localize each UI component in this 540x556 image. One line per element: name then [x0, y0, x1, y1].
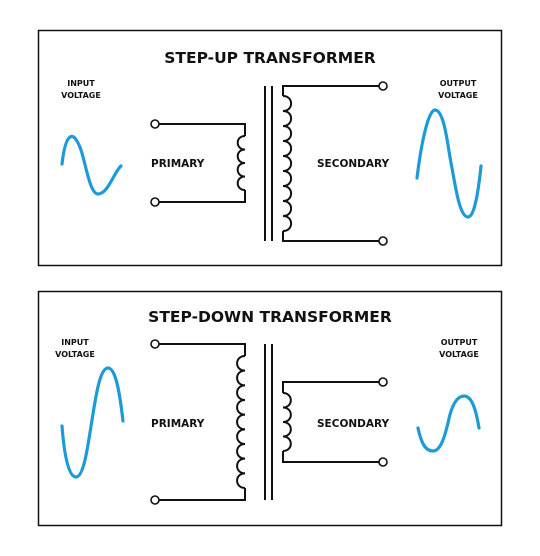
- step-down-secondary-top-lead: [282, 381, 381, 393]
- step-up-input-label-line1: INPUT: [67, 79, 95, 88]
- step-down-title: STEP-DOWN TRANSFORMER: [148, 308, 392, 326]
- step-down-primary-coil: [236, 355, 246, 489]
- step-up-secondary-coil-loop-9: [282, 215, 293, 232]
- step-up-output-label-line2: VOLTAGE: [438, 91, 478, 100]
- step-up-primary-label: PRIMARY: [151, 158, 205, 170]
- step-up-primary-top-lead: [159, 123, 246, 136]
- step-down-output-label-line2: VOLTAGE: [439, 350, 479, 359]
- step-down-secondary-coil-loop-4: [282, 435, 292, 452]
- step-up-secondary-top-lead: [282, 85, 381, 96]
- step-up-frame: [37, 29, 503, 267]
- step-up-primary-terminal-top: [150, 119, 160, 129]
- step-up-output-label-line1: OUTPUT: [440, 79, 477, 88]
- step-up-secondary-label: SECONDARY: [317, 158, 390, 170]
- step-down-primary-terminal-top: [150, 339, 160, 349]
- step-down-output-label-line1: OUTPUT: [441, 338, 478, 347]
- step-up-primary-terminal-bottom: [150, 197, 160, 207]
- step-down-primary-bottom-lead: [159, 488, 246, 501]
- step-up-input-label-line2: VOLTAGE: [61, 91, 101, 100]
- step-up-primary-bottom-lead: [159, 190, 246, 203]
- step-down-primary-coil-loop-9: [236, 472, 246, 489]
- step-down-secondary-bottom-lead: [282, 451, 381, 463]
- step-down-input-label-line1: INPUT: [61, 338, 89, 347]
- step-up-primary-coil: [236, 135, 246, 191]
- step-down-primary-top-lead: [159, 343, 246, 356]
- step-up-title: STEP-UP TRANSFORMER: [164, 49, 376, 67]
- step-up-secondary-terminal-bottom: [378, 236, 388, 246]
- step-down-output-wave: [416, 394, 481, 453]
- step-down-input-wave: [60, 366, 125, 479]
- step-down-frame: [37, 290, 503, 527]
- step-up-secondary-coil: [282, 95, 293, 232]
- step-down-primary-terminal-bottom: [150, 495, 160, 505]
- step-down-panel: STEP-DOWN TRANSFORMER INPUT VOLTAGE OUTP…: [37, 290, 503, 527]
- step-up-secondary-bottom-lead: [282, 231, 381, 242]
- step-down-primary-label: PRIMARY: [151, 418, 205, 430]
- step-up-panel: STEP-UP TRANSFORMER INPUT VOLTAGE OUTPUT…: [37, 29, 503, 267]
- step-down-secondary-terminal-bottom: [378, 457, 388, 467]
- step-down-secondary-terminal-top: [378, 377, 388, 387]
- step-up-primary-coil-loop-4: [236, 175, 246, 191]
- step-up-input-wave: [60, 135, 123, 196]
- step-down-input-label-line2: VOLTAGE: [55, 350, 95, 359]
- step-up-secondary-terminal-top: [378, 81, 388, 91]
- step-down-secondary-label: SECONDARY: [317, 418, 390, 430]
- step-down-secondary-coil: [282, 392, 292, 452]
- step-up-output-wave: [415, 108, 483, 219]
